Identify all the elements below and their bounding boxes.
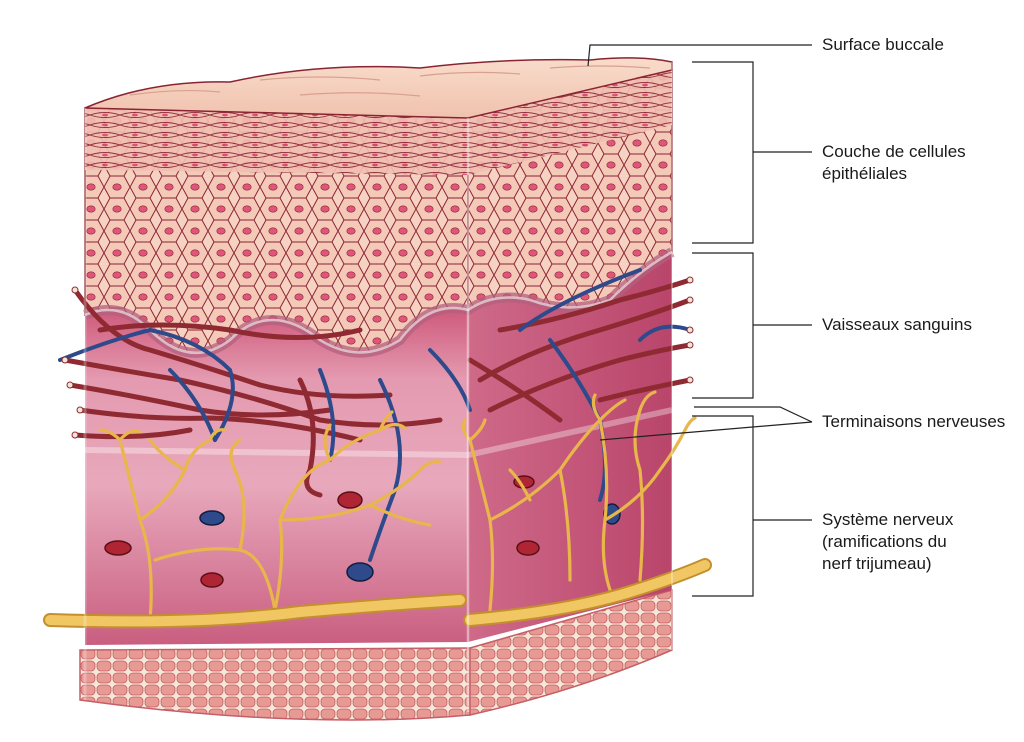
muscle-base-layer <box>79 589 673 721</box>
epithelial-layer <box>83 69 675 358</box>
label-nervous-system-line1: Système nerveux <box>822 510 954 529</box>
label-vessels: Vaisseaux sanguins <box>822 314 972 336</box>
arteries <box>62 277 693 498</box>
label-nerve-endings-text: Terminaisons nerveuses <box>822 412 1006 431</box>
epithelial-bracket <box>692 61 812 244</box>
red-blood-cell <box>200 572 224 588</box>
vessel-cut-ends <box>61 276 694 439</box>
label-epithelial-line2: épithéliales <box>822 164 908 183</box>
blood-cells <box>104 475 621 588</box>
blood-vessels <box>58 268 694 562</box>
label-surface-text: Surface buccale <box>822 35 944 54</box>
main-nerve-trunk-right-fill <box>465 560 710 625</box>
label-vessels-text: Vaisseaux sanguins <box>822 315 972 334</box>
nerve-branches <box>98 390 697 622</box>
nerve-endings-leader-2 <box>694 406 813 423</box>
nerve-endings-leader-1 <box>599 421 813 441</box>
label-epithelial-line1: Couche de cellules <box>822 142 966 161</box>
label-surface: Surface buccale <box>822 34 944 56</box>
leader-lines <box>587 44 813 597</box>
red-blood-cell <box>516 540 540 556</box>
red-blood-cell <box>104 540 132 556</box>
label-epithelial: Couche de cellules épithéliales <box>822 141 966 185</box>
label-nervous-system-line3: nerf trijumeau) <box>822 554 932 573</box>
nerves <box>43 390 712 629</box>
nervous-system-bracket <box>692 415 812 597</box>
red-blood-cell <box>337 491 363 509</box>
label-nervous-system-line2: (ramifications du <box>822 532 947 551</box>
oral-surface <box>84 57 673 119</box>
blue-blood-cell <box>199 510 225 526</box>
vessels-bracket <box>692 252 812 399</box>
label-nerve-endings: Terminaisons nerveuses <box>822 411 1005 433</box>
blue-blood-cell <box>346 562 374 582</box>
surface-leader <box>587 44 812 67</box>
block-edges <box>83 62 673 712</box>
main-nerve-trunk-left-fill <box>45 595 465 627</box>
label-nervous-system: Système nerveux (ramifications du nerf t… <box>822 509 953 575</box>
